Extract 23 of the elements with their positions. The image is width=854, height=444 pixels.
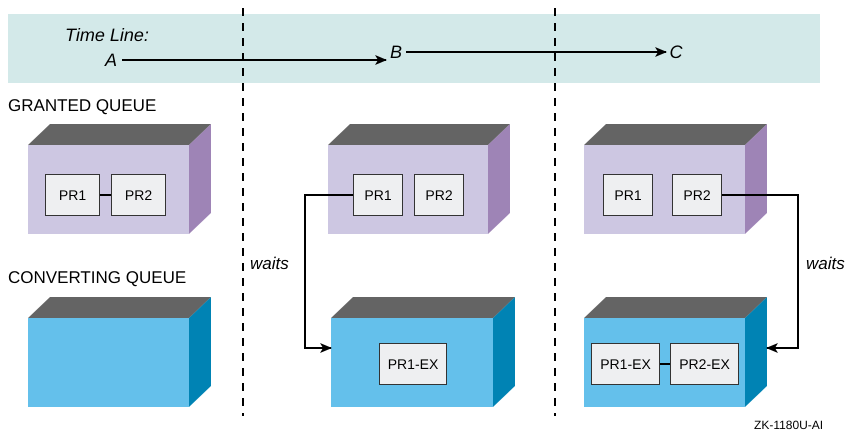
edge-label: waits [250, 254, 289, 274]
figure-id: ZK-1180U-AI [754, 418, 824, 432]
arrow [304, 194, 353, 353]
row-label: CONVERTING QUEUE [8, 268, 186, 288]
lock-box: PR1 [45, 174, 100, 216]
lock-box: PR1 [603, 174, 653, 216]
time-point-label: B [386, 41, 406, 63]
arrow [122, 55, 387, 65]
timeline-title: Time Line: [65, 25, 149, 46]
lock-box: PR1 [353, 174, 403, 216]
arrow [722, 194, 799, 353]
time-point-label: A [100, 49, 122, 71]
time-point-label: C [666, 41, 686, 63]
lock-box: PR2 [111, 174, 166, 216]
edge-label: waits [806, 254, 845, 274]
lock-box: PR1-EX [591, 343, 660, 385]
lock-box: PR1-EX [379, 343, 447, 385]
row-label: GRANTED QUEUE [8, 96, 156, 116]
lock-box: PR2 [414, 174, 464, 216]
timeline-band [8, 14, 820, 83]
arrow [406, 47, 667, 57]
lock-box: PR2-EX [670, 343, 739, 385]
lock-box: PR2 [672, 174, 722, 216]
